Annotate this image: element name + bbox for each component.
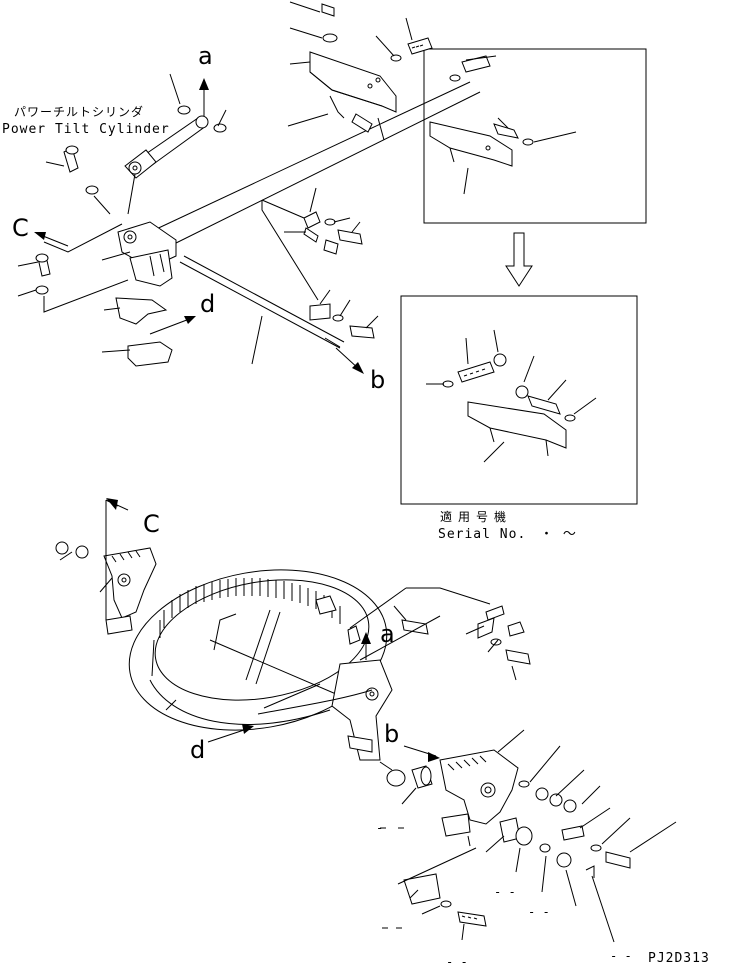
callout-b-lower: b <box>384 720 400 748</box>
serial-label-japanese: 適用号機 <box>440 510 513 524</box>
rod-clevis-bracket <box>117 221 177 287</box>
bolt-set-top <box>390 37 491 82</box>
blank-ref-2: - - <box>494 885 516 899</box>
cylinder-label-english: Power Tilt Cylinder <box>2 122 170 137</box>
callout-arrow-c-lower-icon <box>105 498 119 510</box>
callout-c-left: C <box>12 214 29 242</box>
detail-box-current <box>423 48 647 224</box>
callout-arrow-c-left-icon <box>34 232 69 247</box>
callout-b-right: b <box>370 366 386 394</box>
cylinder-label-japanese: パワーチルトシリンダ <box>14 105 145 119</box>
drawing-code: PJ2D313 <box>648 951 710 966</box>
knuckle-bracket-left <box>55 541 157 635</box>
detail-box-serial <box>400 295 638 505</box>
blank-ref-1: - <box>376 821 384 835</box>
detail2-plate <box>442 353 576 457</box>
callout-arrow-a-lower-icon <box>361 632 371 660</box>
blank-ref-4: - - <box>610 949 632 963</box>
pin-and-bolts-lower <box>315 595 531 665</box>
callout-a-lower: a <box>380 620 395 648</box>
callout-a-top: a <box>198 42 213 70</box>
callout-arrow-b-lower-icon <box>403 745 440 762</box>
leader-lines-upper <box>17 1 597 463</box>
detail1-plate <box>429 121 534 167</box>
callout-arrow-d-lower-icon <box>207 724 254 743</box>
tilt-arm-mount <box>257 659 393 761</box>
bushing-set-lower <box>386 765 631 878</box>
callout-d-lower: d <box>190 736 206 764</box>
reference-ticks <box>380 827 404 929</box>
blank-ref-5: - - <box>446 955 468 969</box>
blank-ref-3: - - <box>528 905 550 919</box>
power-tilt-cylinder <box>124 115 209 215</box>
callout-arrow-b-right-icon <box>335 347 364 374</box>
upper-mount-plate <box>309 3 397 133</box>
serial-range: ・ ～ <box>540 527 577 542</box>
callout-arrow-d-left-icon <box>149 316 196 335</box>
callout-c-lower: C <box>143 510 160 538</box>
knuckle-bracket-right <box>439 749 519 847</box>
tilt-rod <box>149 81 481 349</box>
transition-arrow-icon <box>505 232 533 287</box>
callout-arrow-a-top-icon <box>199 78 209 116</box>
callout-d-left: d <box>200 290 216 318</box>
rod-clamp-parts <box>303 211 375 339</box>
leader-lines-lower <box>59 499 677 943</box>
serial-label-english: Serial No. <box>438 527 527 542</box>
left-pads-and-bolts <box>35 105 227 367</box>
lower-clip-and-bolt <box>403 873 487 927</box>
